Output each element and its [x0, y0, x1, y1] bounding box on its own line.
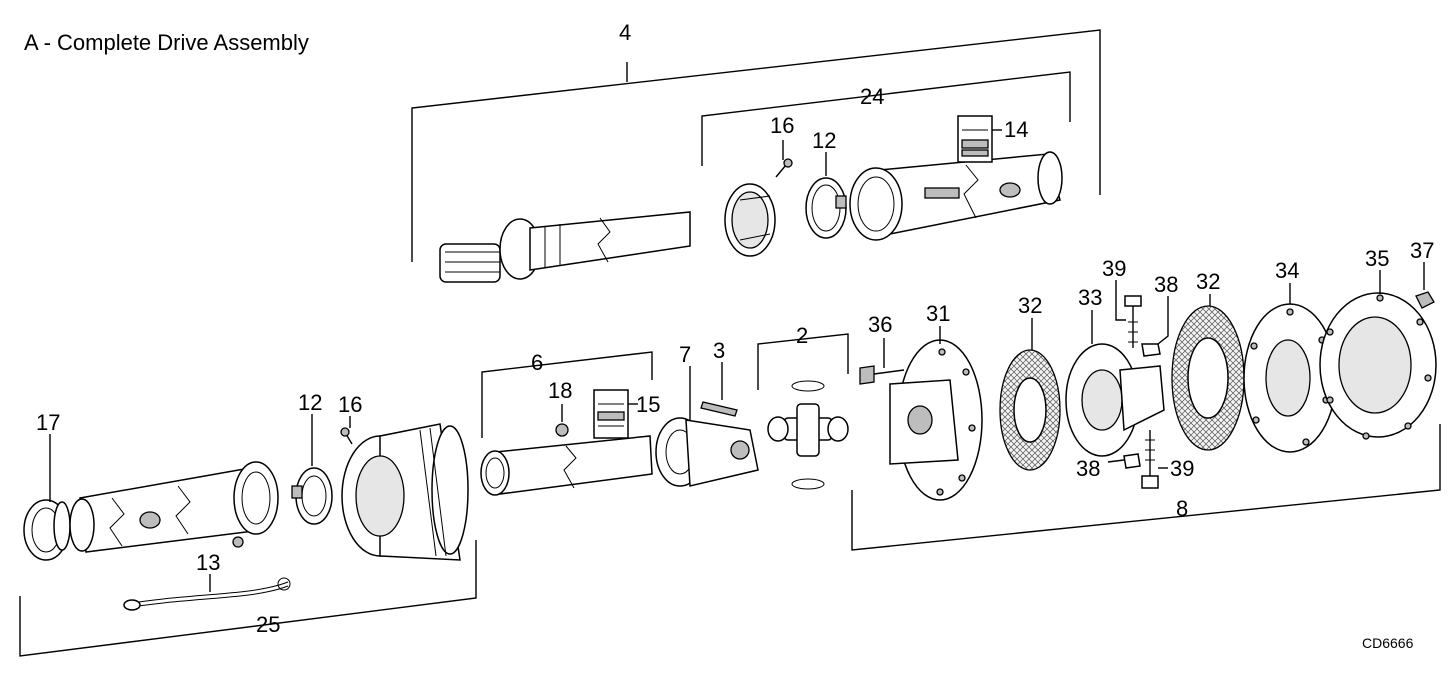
callout-16-lower: 16 — [338, 392, 362, 417]
callout-24: 24 — [860, 84, 884, 109]
screw-16-upper — [775, 158, 793, 178]
callout-31: 31 — [926, 301, 950, 326]
guard-cone-upper — [724, 183, 776, 257]
callout-16-upper: 16 — [770, 113, 794, 138]
callout-7: 7 — [679, 342, 691, 367]
outer-tube-middle — [480, 435, 653, 496]
flange-yoke-31 — [889, 339, 983, 501]
callout-36: 36 — [868, 312, 892, 337]
callout-17: 17 — [36, 410, 60, 435]
decal-14 — [957, 115, 993, 163]
bolt-39-lower — [1141, 430, 1159, 489]
callout-2: 2 — [796, 323, 808, 348]
bracket-25 — [19, 540, 477, 657]
callout-39-upper: 39 — [1102, 256, 1126, 281]
callout-37: 37 — [1410, 238, 1434, 263]
drawing-code: CD6666 — [1362, 635, 1414, 651]
callout-14: 14 — [1004, 117, 1028, 142]
pin-18 — [555, 423, 569, 437]
callout-33: 33 — [1078, 285, 1102, 310]
callout-12-lower: 12 — [298, 390, 322, 415]
bracket-24 — [701, 71, 1071, 166]
decal-15 — [593, 389, 629, 439]
callout-38-upper: 38 — [1154, 272, 1178, 297]
leader-39-upper — [1115, 280, 1126, 321]
screw-16-lower — [340, 427, 353, 445]
cross-kit-2 — [767, 380, 849, 490]
bolt-36 — [859, 365, 905, 385]
bolt-39-upper — [1124, 295, 1142, 348]
spring-plate-35 — [1319, 292, 1437, 440]
callout-15: 15 — [636, 392, 660, 417]
callout-3: 3 — [713, 338, 725, 363]
callout-13: 13 — [196, 550, 220, 575]
nut-38-upper — [1141, 343, 1161, 357]
leader-38-lower — [1107, 459, 1125, 463]
nut-38-lower — [1123, 453, 1141, 469]
callout-4: 4 — [619, 20, 631, 45]
bracket-4 — [411, 29, 1101, 262]
callout-38-lower: 38 — [1076, 456, 1100, 481]
callout-8: 8 — [1176, 496, 1188, 521]
chain-13 — [123, 577, 291, 611]
guard-tube-upper — [849, 151, 1063, 241]
callout-6: 6 — [531, 350, 543, 375]
nut-37 — [1415, 291, 1435, 309]
callout-34: 34 — [1275, 258, 1299, 283]
leader-38-upper — [1157, 296, 1169, 345]
guard-tube-lower — [69, 461, 279, 553]
bracket-2 — [757, 333, 849, 390]
bracket-6 — [481, 351, 653, 438]
callout-12-upper: 12 — [812, 128, 836, 153]
callout-18: 18 — [548, 378, 572, 403]
guard-cone-large — [341, 423, 469, 561]
callout-25: 25 — [256, 612, 280, 637]
inner-shaft — [439, 211, 691, 283]
spring-pin-3 — [700, 401, 738, 417]
cap-17 — [23, 499, 71, 561]
pressure-plate-34 — [1243, 303, 1337, 453]
callout-32-right: 32 — [1196, 269, 1220, 294]
callout-35: 35 — [1365, 246, 1389, 271]
friction-disc-32-left — [999, 349, 1061, 471]
bearing-ring-12-upper — [805, 177, 847, 239]
bearing-ring-12-lower — [291, 467, 333, 525]
callout-39-lower: 39 — [1170, 456, 1194, 481]
callout-32-left: 32 — [1018, 293, 1042, 318]
hub-33 — [1065, 343, 1165, 457]
friction-disc-32-right — [1171, 305, 1245, 451]
bracket-8 — [851, 424, 1441, 551]
diagram-title: A - Complete Drive Assembly — [24, 30, 309, 55]
yoke-7 — [655, 417, 759, 487]
